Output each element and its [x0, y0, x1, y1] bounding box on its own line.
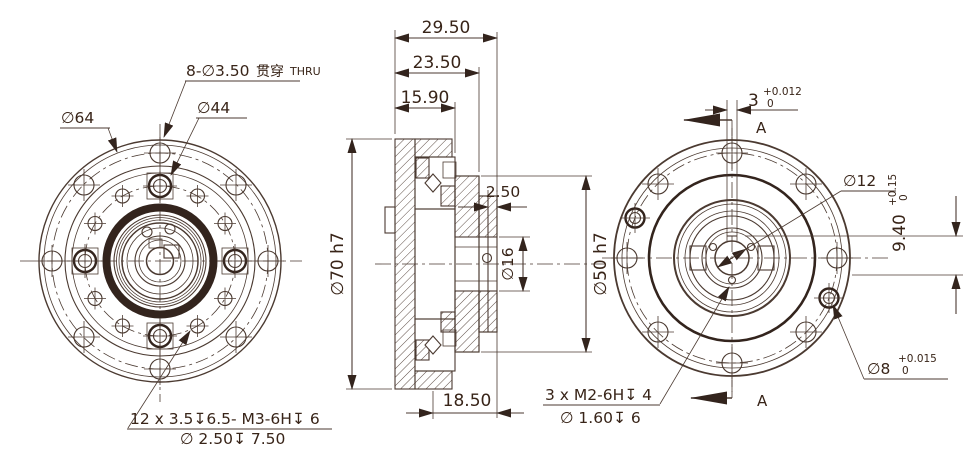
set-screw-hole [481, 252, 493, 264]
inner-ring-3 [118, 219, 202, 303]
dim-18-50-text: 18.50 [443, 391, 492, 411]
output-hub-hatch-bottom [454, 290, 480, 353]
hub-step-circle [126, 227, 194, 295]
dim-keyway-depth: 9.40 +0.15 0 [745, 174, 963, 314]
note-8-holes-cn: 贯穿 [256, 64, 284, 80]
shaft-bore [145, 246, 175, 276]
dia50-text: ∅50 h7 [591, 232, 611, 295]
back-ring-1 [673, 199, 791, 317]
hub-hole-left [141, 226, 153, 238]
back-hub-circle [701, 227, 763, 289]
drive-slot-right [757, 245, 775, 271]
bearing-inner-circle [138, 239, 182, 283]
dia12-arrow-2 [717, 248, 747, 268]
dim-dia50: ∅50 h7 [481, 175, 611, 353]
dia8-leader [832, 304, 865, 380]
race-bot-2 [440, 311, 456, 333]
dim-29-50: 29.50 [394, 18, 498, 43]
keyway-depth-tol-upper: +0.15 [887, 174, 899, 206]
drive-slot-left [689, 245, 707, 271]
inner-ring-2 [116, 217, 204, 305]
keyway-slot [163, 244, 180, 259]
left-tab [384, 206, 396, 234]
m2-hole-upper-right [746, 242, 756, 252]
dim-23-50: 23.50 [394, 53, 480, 78]
note-12-holes-line1: 12 x 3.5↧6.5- M3-6H↧ 6 [130, 410, 320, 428]
dim-15-90: 15.90 [394, 88, 456, 113]
inner-ring-1 [113, 214, 207, 308]
hub-circle [121, 222, 199, 300]
dim-dia16: ∅16 [499, 236, 530, 292]
section-label-top: A [756, 119, 767, 137]
dim-15-90-text: 15.90 [401, 88, 450, 108]
section-arrow-top: A [683, 113, 767, 137]
back-view: 3 +0.012 0 A A ∅12 9.40 [543, 86, 963, 427]
dia44-leader [170, 117, 200, 176]
dia44-text: ∅44 [197, 99, 230, 117]
note-12-holes-leader [127, 330, 191, 429]
m2-hole-bottom [727, 275, 737, 285]
rim-top [414, 138, 453, 158]
dim-23-50-text: 23.50 [413, 53, 462, 73]
dia8-text: ∅8 [867, 360, 890, 378]
dim-29-50-text: 29.50 [422, 18, 471, 38]
dia8-tol-upper: +0.015 [898, 353, 937, 365]
note-12-holes-line2: ∅ 2.50↧ 7.50 [180, 430, 285, 448]
back-ring-2 [677, 203, 787, 313]
dia70-text: ∅70 h7 [328, 232, 348, 295]
dim-keyway-width: 3 +0.012 0 [705, 86, 802, 115]
keyway-width-tol-lower: 0 [767, 98, 774, 110]
note-8-holes-thru: THRU [289, 65, 321, 78]
hub-hole-right [164, 223, 176, 235]
hub-notch [148, 238, 163, 249]
dia12-leader [745, 190, 842, 250]
dim-dia12: ∅12 [717, 172, 896, 268]
dia12-text: ∅12 [843, 172, 876, 190]
dim-18-50: 18.50 [406, 391, 524, 419]
rim-bottom [414, 370, 453, 390]
flange-plate [394, 138, 416, 390]
dia64-leader [107, 127, 118, 153]
dia16-text: ∅16 [499, 247, 517, 280]
dim-dia70: ∅70 h7 [328, 138, 392, 390]
dim-dia8: ∅8 +0.015 0 [832, 304, 948, 380]
back-view-body [610, 136, 854, 380]
keyway-width-text: 3 [748, 91, 759, 111]
note-8-holes: 8-∅3.50 贯穿 THRU [163, 62, 321, 138]
keyway-depth-tol-lower: 0 [898, 194, 910, 201]
back-ring-3 [684, 210, 780, 306]
note-m2-line2: ∅ 1.60↧ 6 [560, 409, 641, 427]
ball-top [424, 173, 442, 193]
dia64-text: ∅64 [61, 109, 94, 127]
race-top-1 [415, 157, 430, 179]
keyway-depth-text: 9.40 [890, 214, 910, 252]
dim-2-50-text: 2.50 [486, 183, 521, 201]
front-view: 8-∅3.50 贯穿 THRU ∅44 ∅64 12 x 3.5↧6.5- M3… [20, 62, 332, 448]
dim-dia64: ∅64 [60, 109, 118, 153]
section-view: 29.50 23.50 15.90 2.50 ∅16 [328, 18, 611, 419]
note-m2: 3 x M2-6H↧ 4 ∅ 1.60↧ 6 [543, 286, 730, 427]
back-boss-circle [647, 173, 817, 343]
front-view-body [35, 136, 285, 386]
section-label-bottom: A [757, 392, 768, 410]
ball-bottom [424, 335, 442, 355]
bearing-seat-circle [134, 235, 186, 287]
back-shaft-bore [714, 240, 750, 276]
note-8-holes-text: 8-∅3.50 [186, 62, 249, 80]
note-8-holes-leader [163, 80, 187, 138]
keyway-width-tol-upper: +0.012 [763, 86, 802, 98]
race-top-2 [440, 185, 456, 207]
note-12-holes: 12 x 3.5↧6.5- M3-6H↧ 6 ∅ 2.50↧ 7.50 [127, 330, 332, 448]
dim-2-50: 2.50 [458, 183, 527, 418]
cross-roller-ring [102, 203, 218, 319]
dim-dia44: ∅44 [170, 99, 247, 176]
dia8-tol-lower: 0 [902, 365, 909, 377]
m2-hole-upper-left [708, 242, 718, 252]
section-arrow-bottom: A [690, 380, 768, 410]
note-m2-leader [659, 286, 730, 405]
note-m2-line1: 3 x M2-6H↧ 4 [545, 386, 652, 404]
seal-top [442, 161, 457, 179]
